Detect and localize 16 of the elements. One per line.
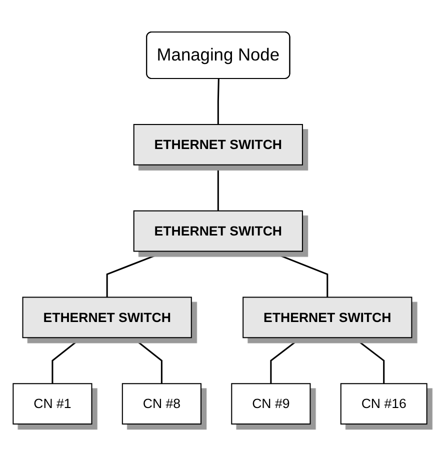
connector (106, 250, 166, 298)
connector (52, 337, 82, 384)
connector (132, 337, 162, 384)
node-box: ETHERNET SWITCH (22, 296, 192, 338)
node-box: CN #9 (231, 383, 311, 425)
connector (353, 337, 385, 384)
connector (217, 79, 220, 124)
node-box: CN #8 (122, 383, 202, 425)
node-box: CN #1 (12, 383, 92, 425)
connector (268, 250, 328, 298)
connector (217, 164, 219, 211)
connector (270, 337, 302, 384)
node-box: CN #16 (340, 383, 428, 425)
node-box: ETHERNET SWITCH (133, 210, 303, 252)
node-box: ETHERNET SWITCH (133, 124, 303, 166)
node-box: ETHERNET SWITCH (242, 296, 412, 338)
